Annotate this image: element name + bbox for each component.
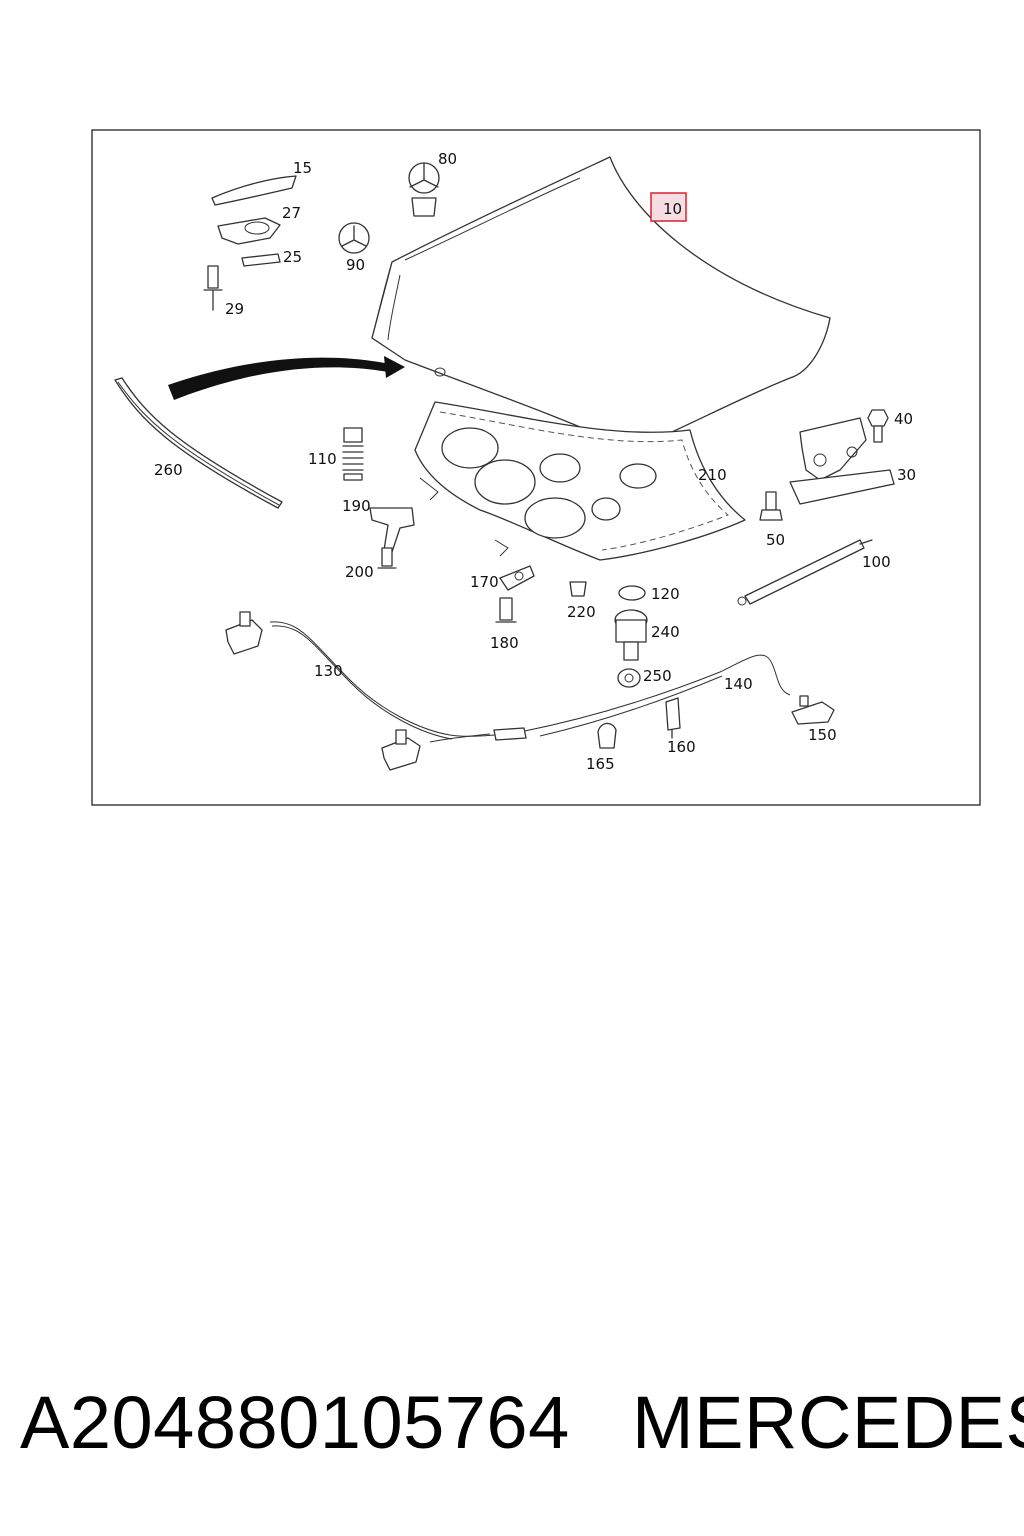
callout-220: 220: [567, 603, 596, 621]
callout-170: 170: [470, 573, 499, 591]
part-240-stop: [614, 609, 648, 661]
part-25-strip: [241, 253, 281, 267]
callout-190: 190: [342, 497, 371, 515]
insulation-mat: [414, 401, 746, 561]
callout-100: 100: [862, 553, 891, 571]
callout-29: 29: [225, 300, 244, 318]
part-90-badge: [338, 222, 370, 254]
part-40-bolt: [867, 409, 889, 443]
callout-90: 90: [346, 256, 365, 274]
part-27-holder: [217, 217, 281, 245]
part-220-clip: [569, 581, 587, 597]
part-200-bolt: [377, 547, 397, 569]
callout-50: 50: [766, 531, 785, 549]
callout-260: 260: [154, 461, 183, 479]
part-30-hinge: [789, 417, 895, 505]
part-190-safety-catch: [369, 507, 415, 553]
callout-210: 210: [698, 466, 727, 484]
parts-diagram: 10 15 27 25 29 80 90 260 110 190 200 210…: [91, 129, 981, 806]
part-130-release-handle-lower: [381, 729, 421, 771]
part-80-star-emblem: [408, 162, 440, 217]
part-50-bolt: [759, 491, 783, 521]
callout-120: 120: [651, 585, 680, 603]
callout-250: 250: [643, 667, 672, 685]
part-250-nut: [617, 668, 641, 688]
direction-arrow: [168, 356, 405, 400]
callout-30: 30: [897, 466, 916, 484]
part-180-bolt: [495, 597, 517, 623]
callout-110: 110: [308, 450, 337, 468]
part-100-gas-strut: [737, 539, 873, 606]
part-15-cover: [211, 175, 297, 206]
callout-200: 200: [345, 563, 374, 581]
callout-15: 15: [293, 159, 312, 177]
release-cables: [269, 621, 791, 743]
callout-165: 165: [586, 755, 615, 773]
callout-160: 160: [667, 738, 696, 756]
callout-130: 130: [314, 662, 343, 680]
callout-240: 240: [651, 623, 680, 641]
cable-coupling: [493, 727, 527, 741]
part-number: A204880105764: [20, 1381, 570, 1464]
callout-27: 27: [282, 204, 301, 222]
seal-strip: [114, 377, 283, 509]
callout-80: 80: [438, 150, 457, 168]
callout-140: 140: [724, 675, 753, 693]
brand-name: MERCEDES: [632, 1381, 1024, 1464]
callout-180: 180: [490, 634, 519, 652]
part-160-bracket: [665, 697, 681, 739]
callout-25: 25: [283, 248, 302, 266]
callout-40: 40: [894, 410, 913, 428]
part-170-clip: [499, 565, 535, 591]
part-29-pin: [203, 265, 223, 311]
part-130-release-handle-upper: [225, 611, 263, 655]
part-110-buffer: [342, 427, 364, 481]
callout-10: 10: [663, 200, 682, 218]
diagram-frame: [91, 129, 981, 806]
callout-150: 150: [808, 726, 837, 744]
caption: A204880105764 MERCEDES: [0, 1378, 1024, 1468]
callout-10-highlight: [650, 192, 687, 222]
part-150-cable-end: [791, 695, 835, 725]
part-165-clip: [597, 722, 617, 749]
part-120-ring: [618, 585, 646, 601]
hood-panel: [371, 156, 831, 451]
